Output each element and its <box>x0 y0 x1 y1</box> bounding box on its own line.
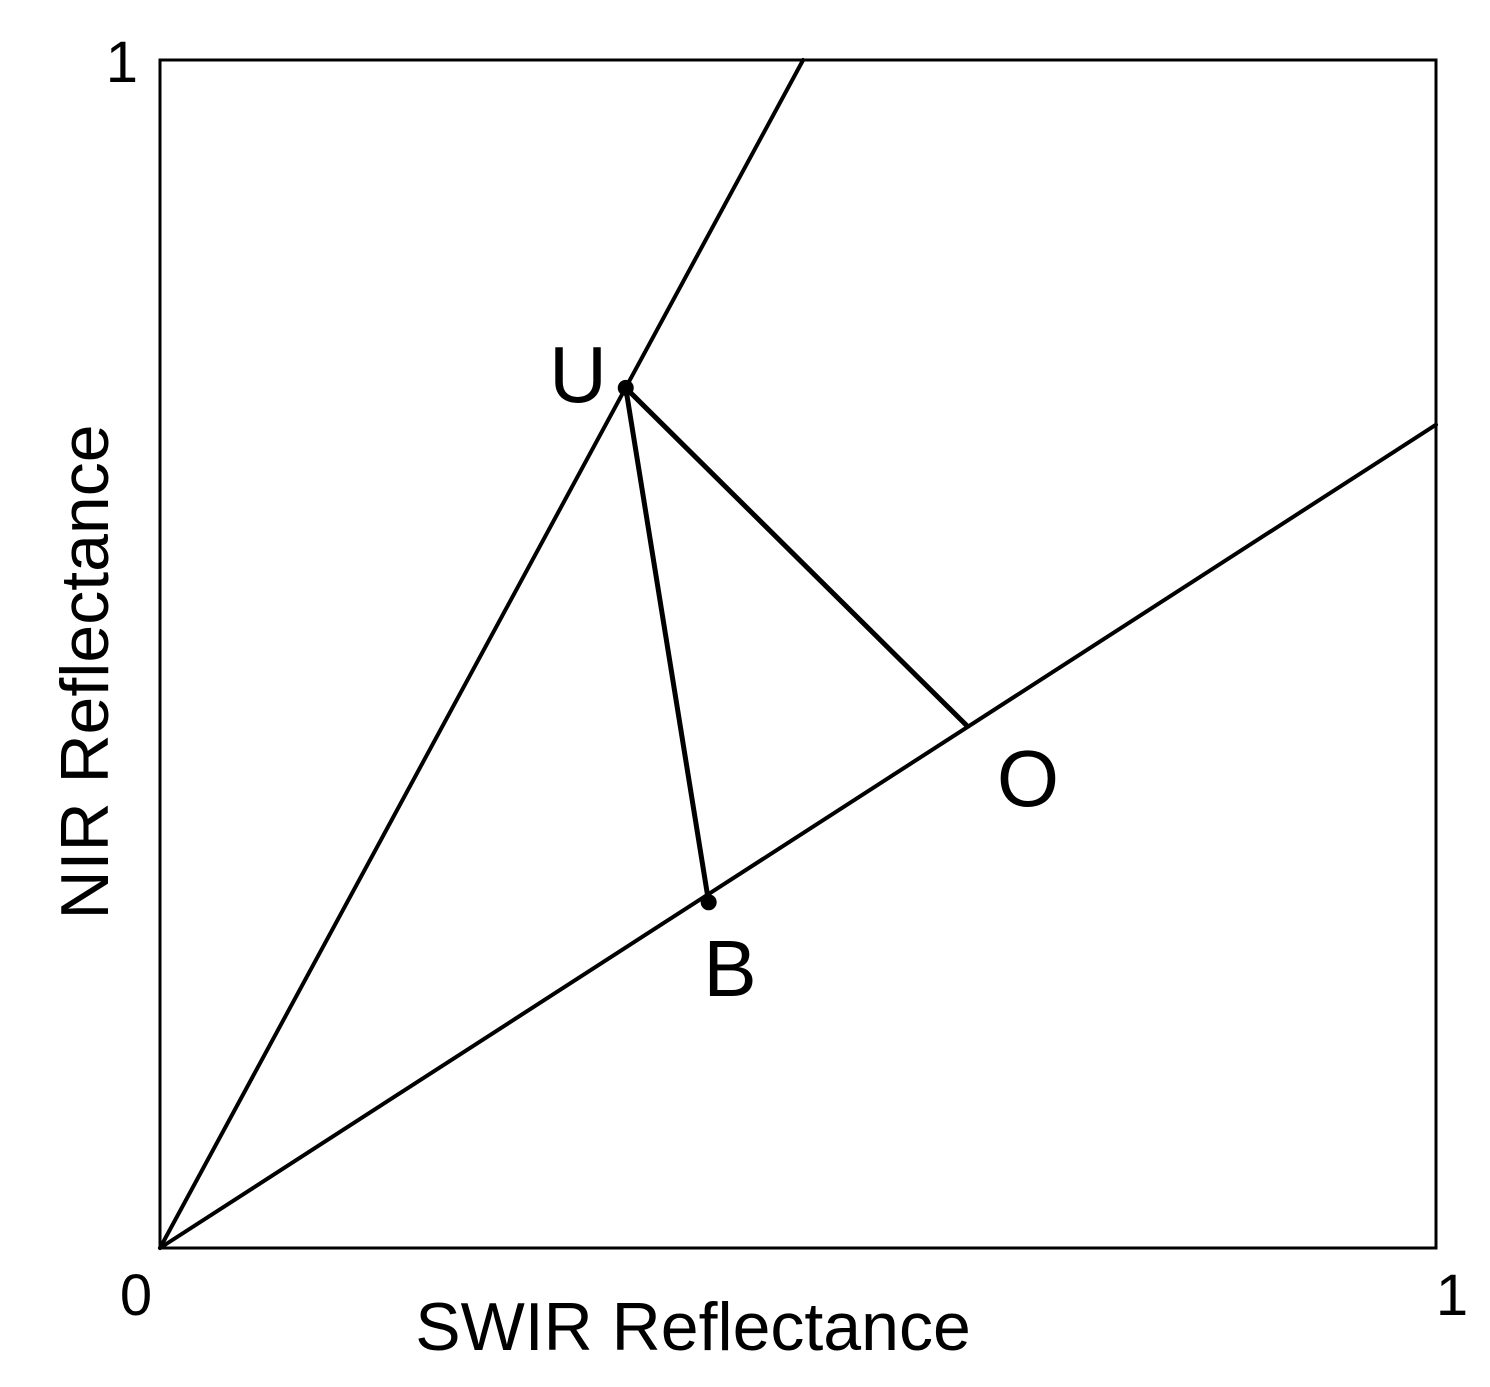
lower-line <box>158 422 1438 1250</box>
y-axis-max-label: 1 <box>106 30 138 95</box>
plot-frame <box>158 58 1438 1250</box>
segments-layer <box>623 385 969 905</box>
point-label-o: O <box>997 734 1059 823</box>
point-marker-u <box>617 379 634 396</box>
origin-label: 0 <box>120 1263 152 1328</box>
upper-line <box>158 58 806 1250</box>
point-marker-b <box>700 894 717 911</box>
x-axis-title: SWIR Reflectance <box>415 1289 971 1365</box>
point-label-b: B <box>703 924 756 1013</box>
segment-u-o <box>623 385 969 728</box>
x-axis-max-label: 1 <box>1436 1263 1468 1328</box>
segment-u-b <box>623 385 712 905</box>
points-layer <box>617 379 717 911</box>
y-axis-title: NIR Reflectance <box>47 424 123 919</box>
lines-layer <box>158 58 1438 1250</box>
point-label-u: U <box>549 330 607 419</box>
